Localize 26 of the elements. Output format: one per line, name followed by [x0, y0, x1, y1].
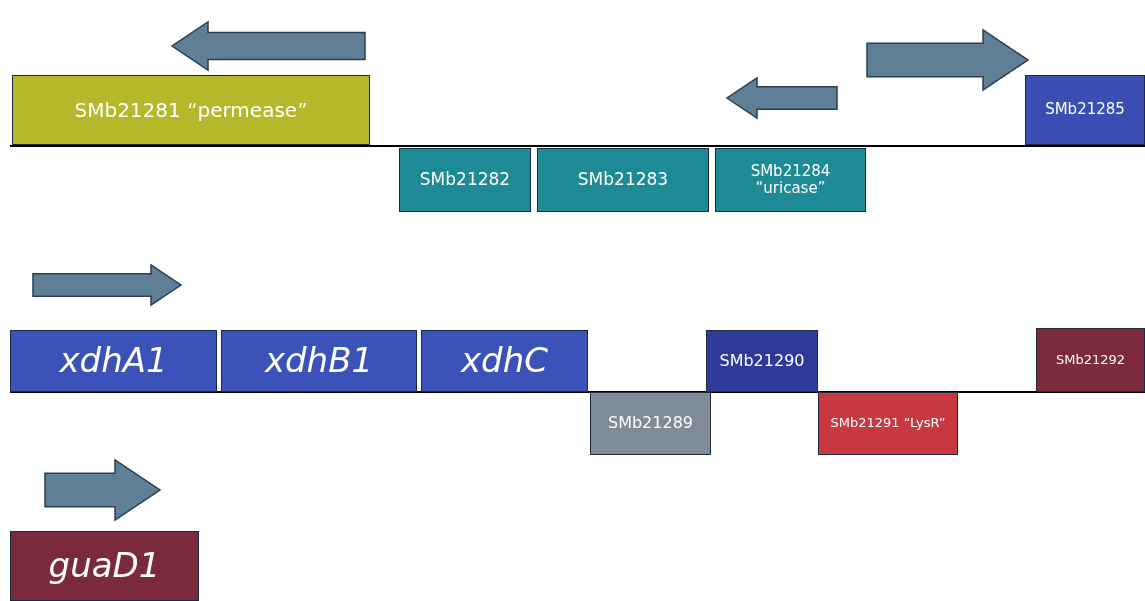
gene-box — [818, 392, 958, 455]
gene-box — [1025, 75, 1145, 145]
gene-name: SMb21291 “LysR” — [829, 416, 947, 431]
gene-name: xdhA1 — [58, 341, 169, 381]
gene-name: guaD1 — [47, 546, 162, 586]
gene-name: SMb21285 — [1044, 101, 1126, 119]
gene-box — [1036, 328, 1145, 392]
gene-name: xdhC — [459, 341, 549, 381]
gene-name: xdhB1 — [263, 341, 375, 381]
gene-name: SMb21289 — [607, 414, 694, 433]
gene-box — [537, 148, 709, 212]
gene-name: SMb21283 — [576, 170, 670, 190]
gene-box — [715, 148, 866, 212]
gene-name: SMb21282 — [418, 170, 512, 190]
gene-box — [221, 330, 417, 392]
gene-name: SMb21290 — [718, 351, 806, 371]
gene-box — [399, 148, 531, 212]
gene-box — [10, 531, 199, 601]
gene-box — [706, 330, 818, 392]
gene-name: SMb21284 “uricase” — [749, 162, 832, 198]
gene-box — [590, 392, 711, 455]
gene-box — [421, 330, 588, 392]
gene-box — [10, 330, 217, 392]
gene-name: SMb21281 “permease” — [73, 98, 309, 122]
gene-box — [12, 75, 370, 145]
gene-name: SMb21292 — [1054, 352, 1127, 368]
